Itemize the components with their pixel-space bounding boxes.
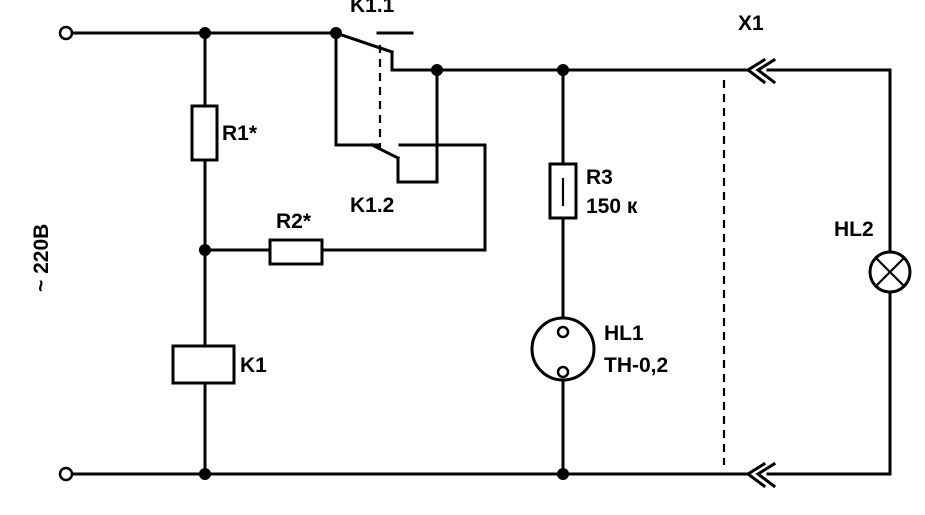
k1-label: K1 <box>240 354 267 377</box>
k1-2-label: K1.2 <box>350 194 394 217</box>
hl1-label: HL1 <box>604 322 644 345</box>
hl1-electrode-bottom <box>556 365 570 379</box>
x1-connector-top <box>745 57 777 85</box>
x1-label: X1 <box>738 12 764 35</box>
input-terminal-bottom <box>58 466 74 482</box>
r1-resistor <box>190 104 219 162</box>
k1-1-moving-contact <box>334 31 394 54</box>
junction-dot <box>199 244 211 256</box>
input-terminal-top <box>58 25 74 41</box>
k1-2-fixed-contact <box>396 68 439 184</box>
hl2-lamp-cross <box>875 257 905 287</box>
junction-dot <box>330 27 342 39</box>
k1-2-moving-contact <box>369 142 401 161</box>
r3-value-label: 150 к <box>586 195 638 218</box>
junction-dot <box>199 468 211 480</box>
r2-branch-wire <box>203 143 487 252</box>
junction-dot <box>431 64 443 76</box>
k1-pole-bar <box>334 31 380 147</box>
junction-dot <box>557 468 569 480</box>
k1-1-output-wire <box>390 50 750 72</box>
hl1-type-label: ТН-0,2 <box>604 354 668 377</box>
r2-label: R2* <box>276 210 312 233</box>
hl1-electrode-top <box>556 325 570 339</box>
k1-1-label: K1.1 <box>350 0 395 17</box>
junction-dot <box>199 27 211 39</box>
x1-connector-bottom <box>745 461 777 489</box>
r1-label: R1* <box>222 122 258 145</box>
r2-resistor <box>268 238 324 266</box>
k1-relay-coil <box>171 344 236 385</box>
junction-dot <box>557 64 569 76</box>
supply-voltage-label: ~ 220В <box>30 224 53 292</box>
hl2-label: HL2 <box>834 218 874 241</box>
r3-label: R3 <box>586 166 613 189</box>
hl1-neon-lamp <box>530 316 596 382</box>
